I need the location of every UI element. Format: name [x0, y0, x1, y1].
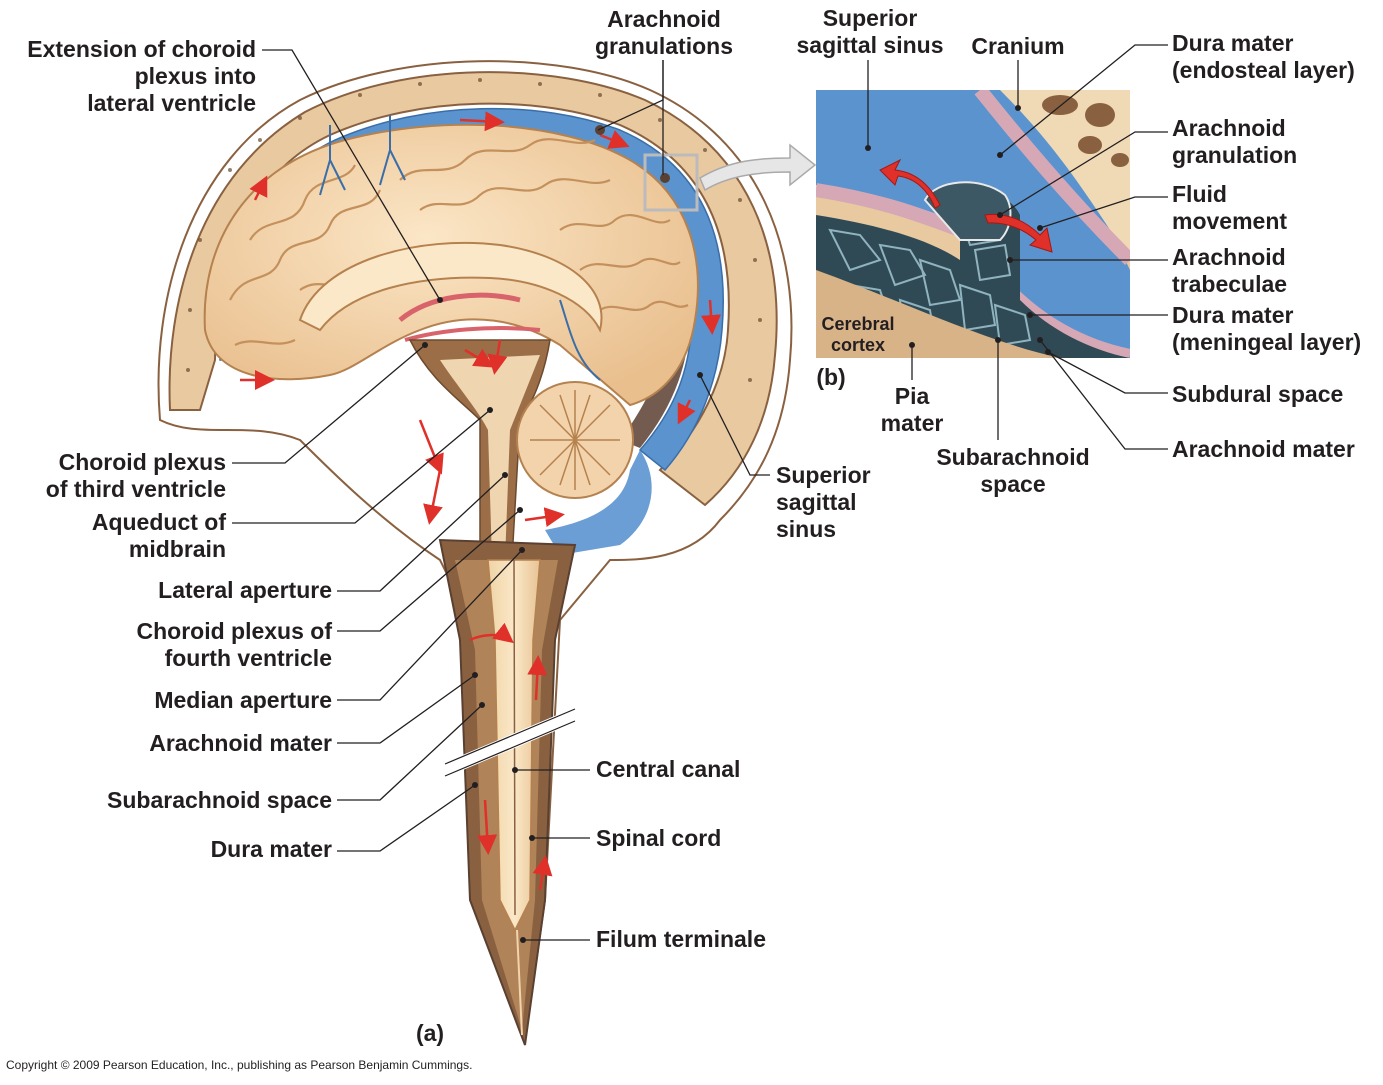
label-median-aperture: Median aperture: [154, 687, 332, 713]
cut-break: [442, 708, 578, 777]
label-arachnoid-trabeculae: Arachnoid trabeculae: [1172, 244, 1288, 297]
choroid-third: [404, 326, 541, 342]
label-aqueduct: Aqueduct of midbrain: [91, 509, 226, 562]
label-arachnoid-mater-a: Arachnoid mater: [149, 730, 332, 756]
corpus-callosum: [298, 241, 603, 333]
label-subarachnoid-space-a: Subarachnoid space: [107, 787, 332, 813]
label-superior-sagittal-sinus-a: Superior sagittal sinus: [776, 462, 871, 542]
csf-flow-arrows: [240, 111, 721, 891]
panel-a-drawing: [157, 60, 817, 1046]
label-lateral-aperture: Lateral aperture: [158, 577, 332, 603]
copyright-notice: Copyright © 2009 Pearson Education, Inc.…: [6, 1058, 473, 1072]
label-extension-choroid: Extension of choroid plexus into lateral…: [27, 36, 256, 116]
leader-dots: [422, 105, 1051, 943]
label-choroid-third: Choroid plexus of third ventricle: [45, 449, 226, 502]
label-arachnoid-granulations: Arachnoid granulations: [594, 6, 733, 59]
veins: [319, 115, 601, 381]
label-subdural-space: Subdural space: [1172, 381, 1344, 407]
label-dura-meningeal: Dura mater (meningeal layer): [1172, 302, 1362, 355]
dura-band: [250, 142, 691, 448]
label-arachnoid-mater-b: Arachnoid mater: [1172, 436, 1355, 462]
label-arachnoid-granulation: Arachnoid granulation: [1172, 115, 1298, 168]
label-cranium: Cranium: [971, 33, 1065, 59]
panel-a-label: (a): [415, 1020, 445, 1046]
panel-b-label: (b): [816, 364, 846, 390]
inset-indicator-box: [643, 153, 699, 212]
label-spinal-cord: Spinal cord: [596, 825, 722, 851]
callout-arrow: [699, 143, 817, 192]
label-choroid-fourth: Choroid plexus of fourth ventricle: [136, 618, 333, 671]
label-central-canal: Central canal: [596, 756, 741, 782]
label-dura-mater-a: Dura mater: [210, 836, 332, 862]
filum-line: [516, 929, 523, 1036]
cranium-bone: [168, 71, 778, 507]
posterior-cistern: [545, 450, 652, 555]
cerebellum: [516, 381, 634, 499]
bone-speckles: [186, 78, 762, 382]
brainstem-light: [440, 355, 540, 560]
label-fluid-movement: Fluid movement: [1172, 181, 1288, 234]
label-subarachnoid-space-b: Subarachnoid space: [936, 444, 1090, 497]
label-dura-endosteal: Dura mater (endosteal layer): [1172, 30, 1355, 83]
label-pia-mater: Pia mater: [880, 383, 944, 436]
gyri: [229, 138, 689, 347]
label-superior-sagittal-sinus-b: Superior sagittal sinus: [796, 5, 944, 58]
scalp-outline: [157, 60, 793, 1041]
label-cerebral-cortex: Cerebral cortex: [821, 314, 895, 355]
choroid-lateral: [398, 292, 521, 322]
label-filum-terminale: Filum terminale: [596, 926, 766, 952]
leader-lines: [232, 44, 1168, 941]
